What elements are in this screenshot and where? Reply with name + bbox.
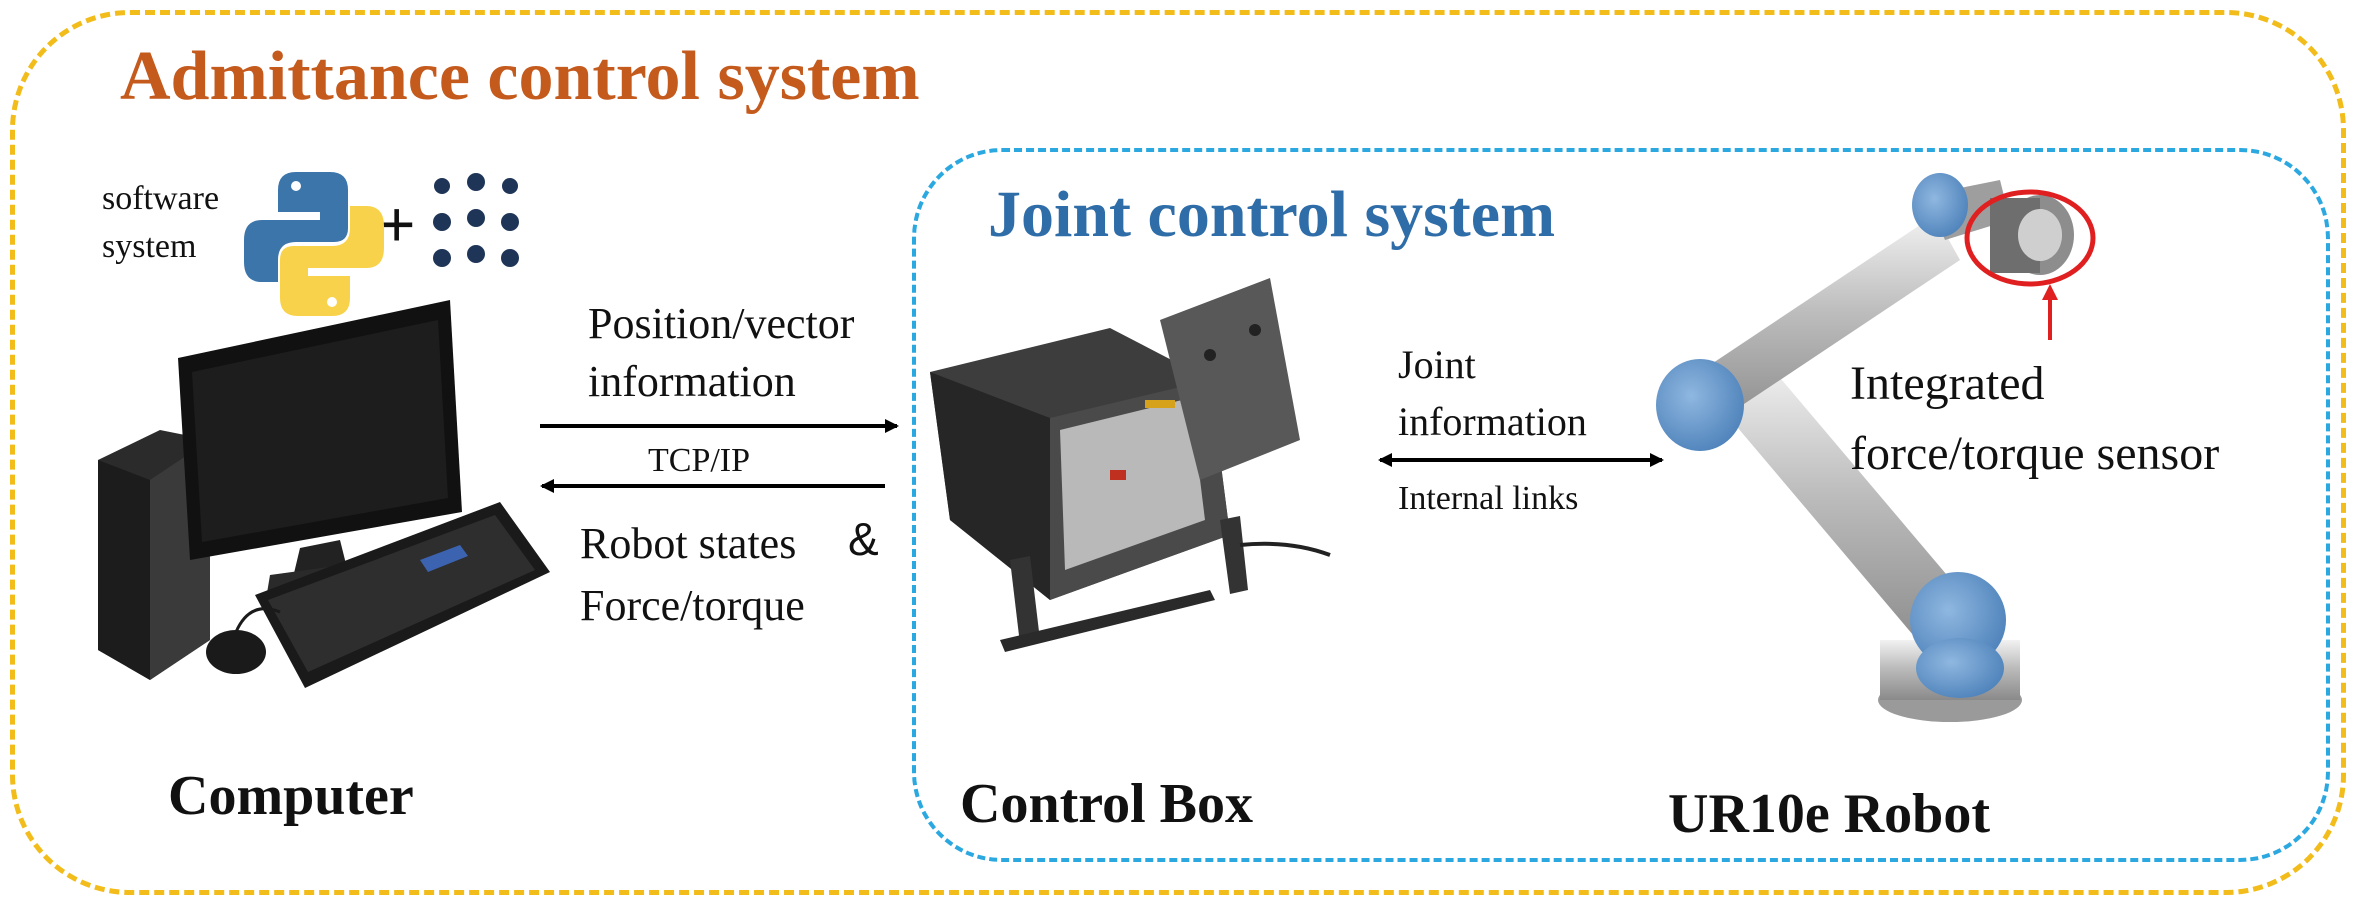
numpy-dots-icon	[433, 173, 519, 267]
admittance-system-boundary	[10, 10, 2346, 895]
sensor-label-line2: force/torque sensor	[1850, 427, 2220, 480]
computer-caption: Computer	[168, 765, 414, 827]
control-box-illustration	[930, 278, 1331, 652]
force-torque-label: Force/torque	[580, 581, 805, 630]
computer-illustration	[98, 300, 550, 688]
ampersand-label: &	[848, 513, 879, 565]
robot-states-label: Robot states	[580, 519, 797, 568]
python-logo-icon	[244, 172, 384, 316]
software-label-line2: system	[102, 228, 197, 265]
position-label-line2: information	[588, 357, 796, 406]
tcpip-label: TCP/IP	[648, 442, 751, 479]
admittance-title: Admittance control system	[120, 38, 920, 115]
position-label-line1: Position/vector	[588, 299, 855, 348]
plus-sign: +	[378, 188, 416, 260]
internal-links-label: Internal links	[1398, 480, 1579, 517]
joint-title: Joint control system	[988, 178, 1556, 251]
robot-caption: UR10e Robot	[1668, 783, 1990, 845]
software-label-line1: software	[102, 180, 220, 217]
joint-info-label-line1: Joint	[1398, 342, 1476, 387]
ur10e-robot-illustration	[1656, 173, 2096, 722]
joint-info-label-line2: information	[1398, 399, 1587, 444]
sensor-highlight-circle	[1964, 189, 2096, 287]
joint-system-boundary	[912, 148, 2330, 862]
control-box-caption: Control Box	[960, 773, 1253, 835]
sensor-label-line1: Integrated	[1850, 357, 2045, 410]
